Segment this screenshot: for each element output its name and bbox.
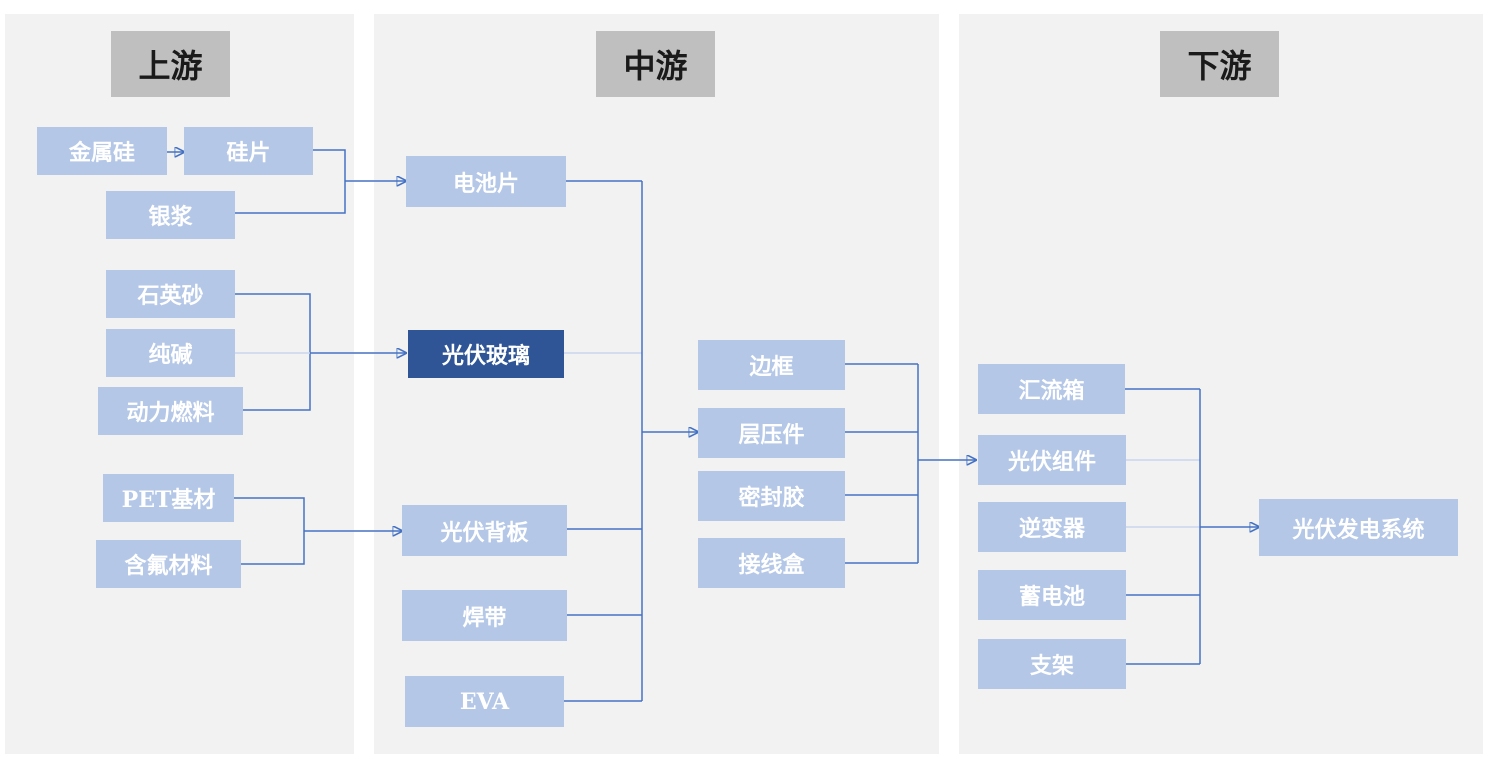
node-junction-box: 接线盒 bbox=[698, 538, 845, 588]
node-pv-module: 光伏组件 bbox=[978, 435, 1126, 485]
node-fluorine: 含氟材料 bbox=[96, 540, 241, 588]
upstream-header: 上游 bbox=[111, 31, 230, 97]
node-silver-paste: 银浆 bbox=[106, 191, 235, 239]
node-soda-ash: 纯碱 bbox=[106, 329, 235, 377]
node-power-fuel: 动力燃料 bbox=[98, 387, 243, 435]
node-cell: 电池片 bbox=[406, 156, 566, 207]
upstream-panel bbox=[5, 14, 354, 754]
node-eva: EVA bbox=[405, 676, 564, 727]
node-pv-glass: 光伏玻璃 bbox=[408, 330, 564, 378]
node-combiner-box: 汇流箱 bbox=[978, 364, 1125, 414]
node-inverter: 逆变器 bbox=[978, 502, 1126, 552]
node-frame: 边框 bbox=[698, 340, 845, 390]
node-bracket: 支架 bbox=[978, 639, 1126, 689]
node-battery: 蓄电池 bbox=[978, 570, 1126, 620]
node-pv-system: 光伏发电系统 bbox=[1259, 499, 1458, 556]
node-ribbon: 焊带 bbox=[402, 590, 567, 641]
midstream-header: 中游 bbox=[596, 31, 715, 97]
downstream-header: 下游 bbox=[1160, 31, 1279, 97]
node-quartz-sand: 石英砂 bbox=[106, 270, 235, 318]
node-silicon-wafer: 硅片 bbox=[184, 127, 313, 175]
node-backsheet: 光伏背板 bbox=[402, 505, 567, 556]
node-laminate: 层压件 bbox=[698, 408, 845, 458]
midstream-panel bbox=[374, 14, 939, 754]
node-sealant: 密封胶 bbox=[698, 471, 845, 521]
node-metal-silicon: 金属硅 bbox=[37, 127, 167, 175]
node-pet: PET基材 bbox=[103, 474, 234, 522]
